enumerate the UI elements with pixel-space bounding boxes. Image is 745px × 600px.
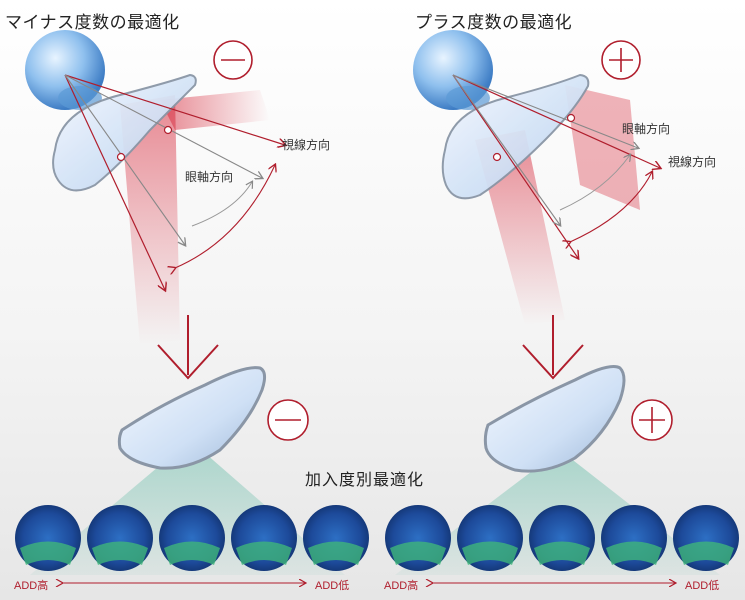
plus-panel-graphics: [385, 30, 739, 583]
minus-lens-top: [52, 73, 197, 192]
plus-axis-label: 眼軸方向: [622, 122, 671, 136]
center-title: 加入度別最適化: [305, 470, 425, 489]
plus-add-high: ADD高: [384, 580, 419, 592]
minus-lens-large: [117, 366, 267, 470]
plus-power-maps: [385, 505, 739, 571]
plus-add-low: ADD低: [685, 580, 720, 592]
plus-gaze-label: 視線方向: [668, 155, 717, 169]
minus-panel-graphics: [15, 30, 369, 583]
minus-add-high: ADD高: [14, 580, 49, 592]
minus-gaze-label: 視線方向: [282, 138, 331, 152]
minus-add-low: ADD低: [315, 580, 350, 592]
minus-panel-title: マイナス度数の最適化: [5, 13, 180, 33]
plus-lens-large: [483, 365, 626, 473]
plus-panel-title: プラス度数の最適化: [415, 13, 573, 33]
minus-axis-label: 眼軸方向: [185, 170, 234, 184]
minus-power-maps: [15, 505, 369, 571]
